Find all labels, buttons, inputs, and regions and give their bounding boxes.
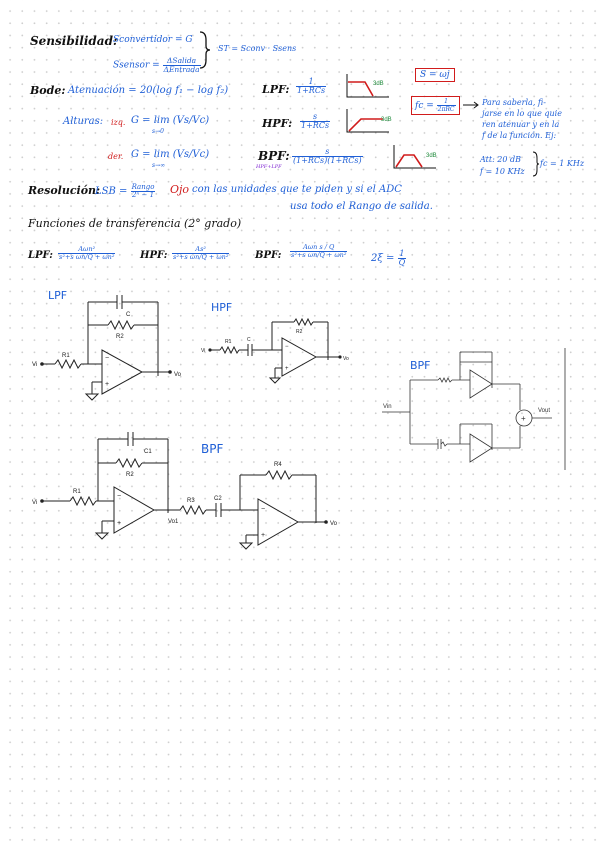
der-tag: der. [108, 152, 124, 161]
sum-symbol: + [521, 414, 526, 423]
resolucion-text-2: usa todo el Rango de salida. [290, 201, 433, 212]
s-total: ST = Sconv · Ssens [218, 44, 297, 53]
svg-text:+: + [261, 532, 265, 539]
hpf-r2-label: R2 [296, 329, 303, 335]
izq-formula: G = lim (Vs/Vc) [131, 115, 210, 126]
lpf-r1-label: R1 [62, 353, 70, 359]
bpf-c1-label: C1 [144, 449, 152, 455]
fc-result: fc = 1 KHz [540, 159, 585, 168]
lpf-r2-label: R2 [116, 334, 124, 340]
s-convertidor: Sconvertidor = G [113, 35, 193, 45]
bpf-tf: s(1+RCs)(1+RCs) [292, 147, 363, 165]
hpf-circuit-title: HPF [211, 301, 233, 314]
bpf-r1-label: R1 [73, 489, 81, 495]
bpf-3db: 3dB [426, 153, 437, 159]
svg-text:+: + [105, 381, 109, 388]
izq-tag: izq. [111, 118, 126, 127]
hpf-3db: 3dB [381, 117, 392, 123]
bpf-circuit: − + − + C1 R2 R1 R3 C2 R4 Vi Vo1 Vo [32, 432, 338, 550]
svg-text:−: − [105, 355, 109, 362]
ojo-note: Ojo [170, 183, 190, 196]
lpf-c-label: C [126, 312, 131, 318]
hpf-circuit: − + R2 R1 C Vi Vo [201, 317, 349, 384]
bpf-r3-label: R3 [187, 498, 195, 504]
alturas-label: Alturas: [63, 116, 104, 127]
tf2-bpf-label: BPF: [255, 250, 282, 261]
bpf-label: BPF: [258, 149, 290, 163]
lpf-vo-label: Vo [174, 372, 182, 378]
transfer-title: Funciones de transferencia (2° grado) [28, 217, 242, 230]
lpf-label: LPF: [262, 83, 290, 96]
bpf-vi-label: Vi [32, 500, 37, 506]
tf2-hpf-label: HPF: [140, 250, 168, 261]
bpf-vo-label: Vo [330, 521, 338, 527]
svg-text:−: − [285, 344, 289, 350]
example-values: Att: 20 dB f = 10 KHz [480, 155, 525, 176]
svg-text:+: + [285, 366, 289, 372]
hpf-vi-label: Vi [201, 348, 205, 354]
lpf-3db: 3dB [373, 81, 384, 87]
bpf-circuit-title: BPF [201, 442, 224, 456]
hpf-vo-label: Vo [343, 356, 349, 362]
hpf-label: HPF: [262, 117, 293, 130]
svg-text:+: + [117, 520, 121, 527]
brace [199, 31, 211, 69]
bpf-c2-label: C2 [214, 496, 222, 502]
svg-text:−: − [261, 506, 265, 513]
lpf-bode-sketch: 3dB [346, 74, 389, 98]
hpf-r1-label: R1 [225, 339, 232, 345]
bpf-block-diagram: + Vin Vout [382, 348, 566, 470]
bpf-block-vin: Vin [383, 404, 392, 410]
sensibilidad-label: Sensibilidad: [30, 34, 118, 48]
lpf-circuit-title: LPF [48, 289, 68, 302]
lpf-circuit: − + C R2 R1 Vi Vo [32, 295, 182, 401]
resolucion-label: Resolución: [28, 184, 101, 197]
bode-label: Bode: [30, 84, 66, 97]
resolucion-text-1: con las unidades que te piden y si el AD… [192, 184, 402, 195]
bpf-r4-label: R4 [274, 462, 282, 468]
bpf-vo1-label: Vo1 [168, 519, 179, 525]
arrow-icon [463, 101, 479, 109]
svg-text:−: − [117, 493, 121, 500]
bpf-block-vout: Vout [538, 408, 550, 414]
bpf-block-title: BPF [410, 359, 431, 372]
small-brace [532, 151, 540, 177]
izq-sub: s→0 [152, 128, 164, 135]
tf2-lpf-label: LPF: [28, 250, 53, 261]
lpf-vi-label: Vi [32, 362, 37, 368]
der-formula: G = lim (Vs/Vc) [131, 149, 210, 160]
bpf-sub: HPF+LPF [256, 164, 282, 170]
der-sub: s→∞ [152, 162, 166, 169]
hpf-c-label: C [247, 337, 251, 343]
s-jw-box: S = ωj [415, 68, 455, 82]
bpf-bode-sketch: 3dB [393, 145, 437, 169]
atenuacion-formula: Atenuación = 20(log f₁ − log f₂) [68, 85, 229, 96]
hpf-bode-sketch: 3dB [346, 109, 392, 133]
note-text: Para saberla, fi- jarse en lo que quie r… [482, 98, 562, 140]
bpf-r2-label: R2 [126, 472, 134, 478]
